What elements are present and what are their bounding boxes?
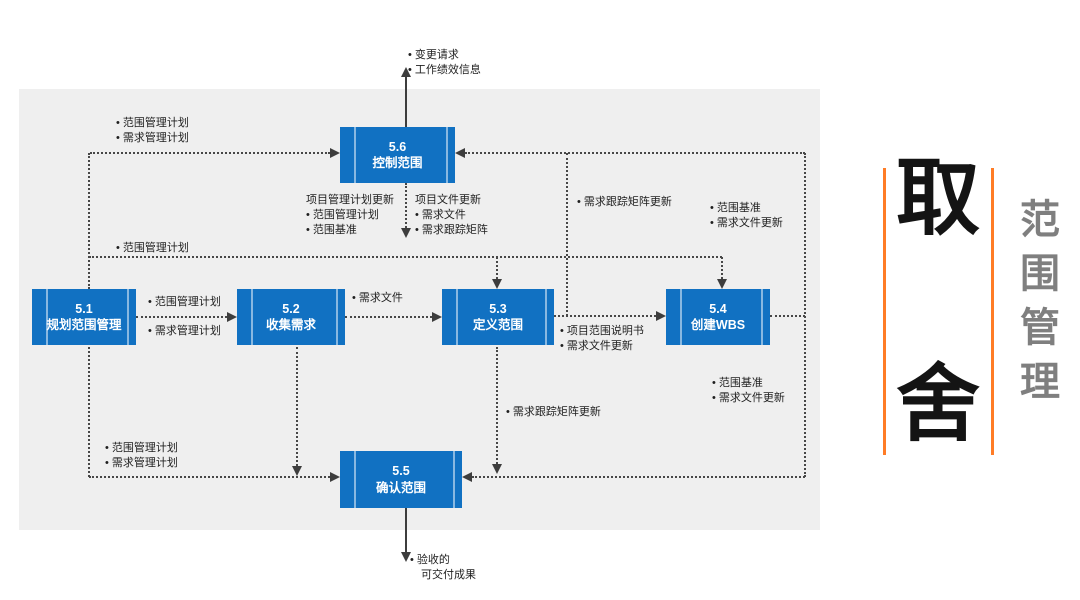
label-line: • 范围管理计划 bbox=[306, 209, 379, 221]
arrowhead-56-down-output bbox=[401, 228, 411, 238]
label-line: • 需求跟踪矩阵 bbox=[415, 224, 488, 236]
label-line: • 需求文件更新 bbox=[712, 392, 785, 404]
process-box-5-3: 5.3 定义范围 bbox=[442, 289, 554, 345]
label-line: • 需求文件 bbox=[352, 292, 403, 304]
vertical-title: 范围管理 bbox=[1014, 198, 1058, 414]
arrowhead-into-56-right bbox=[455, 148, 465, 158]
label-line: 可交付成果 bbox=[421, 569, 476, 581]
label-inputs-56-from-54: • 范围基准 • 需求文件更新 bbox=[710, 201, 783, 230]
label-line: 项目管理计划更新 bbox=[306, 194, 394, 206]
edge-53-bottom-drop bbox=[496, 347, 498, 464]
label-line: • 范围基准 bbox=[712, 377, 763, 389]
label-inputs-56-from-51: • 范围管理计划 • 需求管理计划 bbox=[116, 116, 189, 145]
process-name: 规划范围管理 bbox=[46, 318, 122, 332]
label-line: • 验收的 bbox=[410, 554, 450, 566]
edge-51-bottom-drop bbox=[88, 347, 90, 477]
label-line: • 范围管理计划 bbox=[148, 296, 221, 308]
label-line: • 需求管理计划 bbox=[116, 132, 189, 144]
arrowhead-53-drop bbox=[492, 464, 502, 474]
edge-51-up-to-56 bbox=[90, 152, 330, 154]
label-line: 项目文件更新 bbox=[415, 194, 481, 206]
edge-56-top-output bbox=[405, 77, 407, 127]
edge-53-up-to-56 bbox=[566, 153, 568, 316]
edge-55-bottom-output bbox=[405, 508, 407, 552]
arrowhead-into-53-left bbox=[432, 312, 442, 322]
label-line: • 需求文件更新 bbox=[560, 340, 633, 352]
edge-drop-into-54 bbox=[721, 257, 723, 279]
process-number: 5.4 bbox=[709, 301, 727, 316]
arrowhead-52-drop bbox=[292, 466, 302, 476]
label-inputs-55-from-53: • 需求跟踪矩阵更新 bbox=[506, 405, 601, 419]
edge-scope-plan-bus bbox=[89, 256, 722, 258]
process-box-5-2: 5.2 收集需求 bbox=[237, 289, 345, 345]
arrowhead-55-down-output bbox=[401, 552, 411, 562]
arrowhead-into-55-right bbox=[462, 472, 472, 482]
label-line: • 项目范围说明书 bbox=[560, 325, 644, 337]
process-name: 创建WBS bbox=[690, 318, 746, 332]
arrowhead-into-55-left bbox=[330, 472, 340, 482]
process-name: 确认范围 bbox=[375, 480, 426, 495]
label-inputs-56-from-53: • 需求跟踪矩阵更新 bbox=[577, 195, 672, 209]
process-name: 收集需求 bbox=[265, 318, 316, 332]
arrowhead-into-53-top bbox=[492, 279, 502, 289]
label-inputs-55-from-51: • 范围管理计划 • 需求管理计划 bbox=[105, 441, 178, 470]
arrowhead-56-up-output bbox=[401, 67, 411, 77]
label-line: • 需求文件更新 bbox=[710, 217, 783, 229]
label-inputs-52-from-51: • 范围管理计划 • 需求管理计划 bbox=[148, 295, 221, 338]
edge-drop-into-53 bbox=[496, 257, 498, 279]
process-box-5-4: 5.4 创建WBS bbox=[666, 289, 770, 345]
arrowhead-into-52-left bbox=[227, 312, 237, 322]
process-number: 5.1 bbox=[75, 301, 93, 316]
arrowhead-into-54-top bbox=[717, 279, 727, 289]
edge-54-right-stub bbox=[770, 315, 805, 317]
arrowhead-into-54-left bbox=[656, 311, 666, 321]
label-outputs-56-pm-plan: 项目管理计划更新 • 范围管理计划 • 范围基准 bbox=[306, 193, 394, 237]
label-line: • 需求跟踪矩阵更新 bbox=[506, 406, 601, 418]
label-line: • 需求跟踪矩阵更新 bbox=[577, 196, 672, 208]
orange-rule-left bbox=[883, 168, 886, 455]
edge-54-right-riser bbox=[804, 153, 806, 477]
edge-53-to-54 bbox=[554, 315, 656, 317]
process-box-5-1: 5.1 规划范围管理 bbox=[32, 289, 136, 345]
label-scope-plan-mid: • 范围管理计划 bbox=[116, 241, 189, 255]
process-number: 5.5 bbox=[392, 464, 410, 479]
label-outputs-53-to-54: • 项目范围说明书 • 需求文件更新 bbox=[560, 324, 644, 353]
orange-rule-right bbox=[991, 168, 994, 455]
label-line: • 工作绩效信息 bbox=[408, 64, 481, 76]
edge-into-55-right bbox=[472, 476, 805, 478]
label-inputs-53-from-52: • 需求文件 bbox=[352, 291, 403, 305]
edge-51-top-riser bbox=[88, 153, 90, 289]
label-outputs-56-top: • 变更请求 • 工作绩效信息 bbox=[408, 48, 481, 77]
label-line: • 范围基准 bbox=[710, 202, 761, 214]
label-line: • 范围管理计划 bbox=[116, 242, 189, 254]
arrowhead-into-56-left bbox=[330, 148, 340, 158]
label-line: • 范围基准 bbox=[306, 224, 357, 236]
process-name: 定义范围 bbox=[472, 318, 523, 332]
edge-into-55-left bbox=[89, 476, 330, 478]
big-char-top: 取 bbox=[895, 151, 980, 245]
label-inputs-55-from-54: • 范围基准 • 需求文件更新 bbox=[712, 376, 785, 405]
label-outputs-55-bottom: • 验收的 可交付成果 bbox=[410, 553, 476, 582]
process-box-5-5: 5.5 确认范围 bbox=[340, 451, 462, 508]
label-line: • 需求管理计划 bbox=[148, 325, 221, 337]
process-number: 5.6 bbox=[388, 139, 407, 154]
label-line: • 范围管理计划 bbox=[116, 117, 189, 129]
label-line: • 需求管理计划 bbox=[105, 457, 178, 469]
process-name: 控制范围 bbox=[372, 156, 423, 170]
edge-52-bottom-drop bbox=[296, 347, 298, 466]
edge-52-to-53 bbox=[345, 316, 432, 318]
edge-into-56-right bbox=[465, 152, 805, 154]
edge-56-bottom-output bbox=[405, 183, 407, 228]
label-line: • 变更请求 bbox=[408, 49, 459, 61]
process-box-5-6: 5.6 控制范围 bbox=[340, 127, 455, 183]
label-line: • 范围管理计划 bbox=[105, 442, 178, 454]
edge-51-to-52 bbox=[136, 316, 227, 318]
process-number: 5.3 bbox=[489, 301, 507, 316]
big-char-bottom: 舍 bbox=[895, 357, 980, 451]
label-outputs-56-docs: 项目文件更新 • 需求文件 • 需求跟踪矩阵 bbox=[415, 193, 488, 237]
process-number: 5.2 bbox=[282, 301, 300, 316]
label-line: • 需求文件 bbox=[415, 209, 466, 221]
